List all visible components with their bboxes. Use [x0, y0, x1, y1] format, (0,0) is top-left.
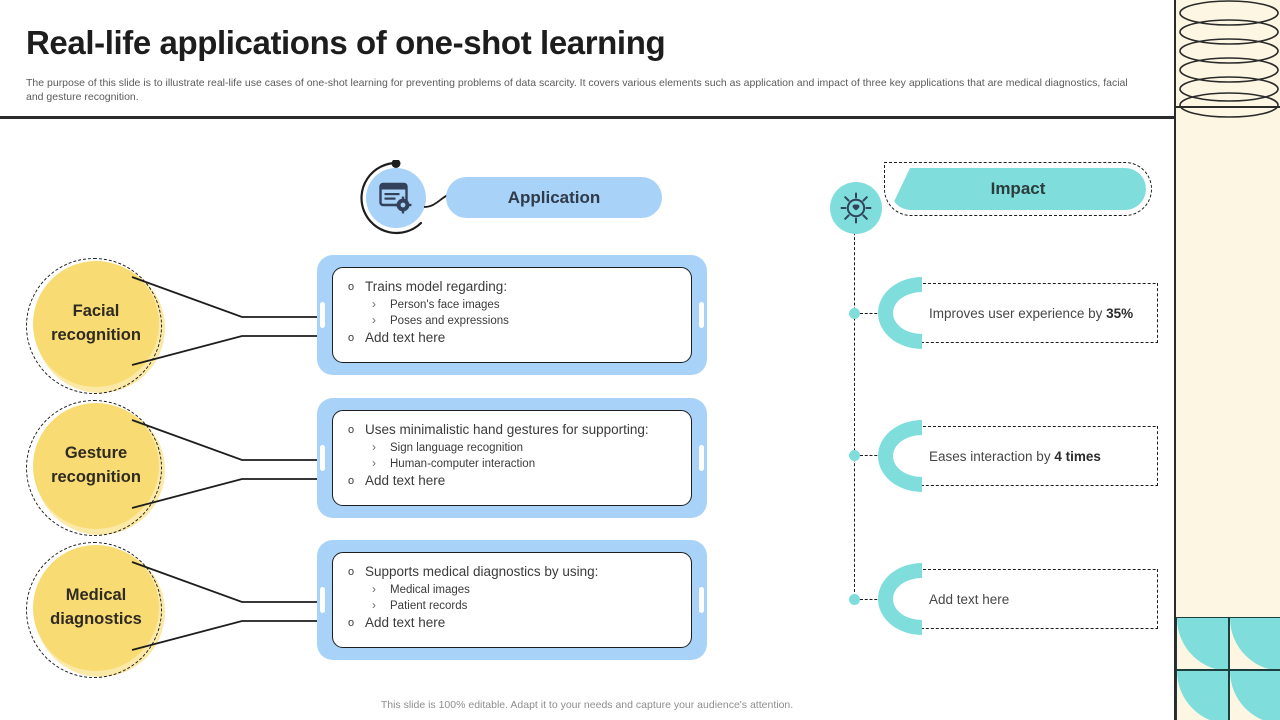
- impact-arc-1: [878, 277, 922, 349]
- impact-item-2-text: Eases interaction by 4 times: [929, 447, 1101, 466]
- application-card-1-content: Trains model regarding: Person's face im…: [332, 267, 692, 363]
- impact-node-dot-1: [849, 308, 860, 319]
- impact-header-dashed-outline: [884, 162, 1152, 216]
- category-label-line1: Gesture: [64, 444, 128, 463]
- card-notch-left: [320, 445, 325, 471]
- impact-node-connector-3: [860, 599, 882, 600]
- card-heading: Supports medical diagnostics by using:: [345, 563, 691, 581]
- impact-target-icon: [830, 182, 882, 234]
- page-title: Real-life applications of one-shot learn…: [26, 24, 666, 61]
- impact-text-bold: 4 times: [1054, 448, 1101, 464]
- coil-ellipses-decoration: [1179, 0, 1279, 118]
- application-card-2[interactable]: Uses minimalistic hand gestures for supp…: [317, 398, 707, 518]
- circle-dashed-outline: [26, 542, 162, 678]
- category-circle-gesture-recognition[interactable]: Gesture recognition: [26, 400, 165, 536]
- application-card-3[interactable]: Supports medical diagnostics by using: M…: [317, 540, 707, 660]
- category-circle-facial-recognition[interactable]: Facial recognition: [26, 258, 165, 394]
- card-notch-right: [699, 587, 704, 613]
- quad-br: [1229, 670, 1280, 720]
- card-placeholder[interactable]: Add text here: [345, 329, 691, 347]
- application-header-pill[interactable]: Application: [446, 177, 662, 218]
- card-notch-left: [320, 302, 325, 328]
- impact-node-connector-2: [860, 455, 882, 456]
- circle-fill: Medical diagnostics: [33, 545, 159, 671]
- impact-header-label: Impact: [990, 179, 1046, 198]
- card-sub-item: Human-computer interaction: [345, 455, 691, 472]
- quad-tr: [1229, 617, 1280, 670]
- connector-wedge-2: [131, 419, 325, 509]
- impact-text-plain: Add text here: [929, 591, 1010, 607]
- category-label-line1: Facial: [72, 302, 120, 321]
- card-notch-right: [699, 445, 704, 471]
- circle-fill: Gesture recognition: [33, 403, 159, 529]
- card-sub-item: Person's face images: [345, 296, 691, 313]
- impact-node-connector-1: [860, 313, 882, 314]
- application-icon-badge: [358, 159, 434, 236]
- decorative-right-panel: [1174, 0, 1280, 720]
- impact-text-plain: Improves user experience by: [929, 305, 1107, 321]
- circle-fill: Facial recognition: [33, 261, 159, 387]
- impact-item-3[interactable]: Add text here: [858, 563, 1158, 635]
- impact-arc-2: [878, 420, 922, 492]
- slide-footer-note: This slide is 100% editable. Adapt it to…: [380, 699, 794, 711]
- impact-item-1[interactable]: Improves user experience by 35%: [858, 277, 1158, 349]
- category-label-line2: recognition: [51, 468, 141, 486]
- card-placeholder[interactable]: Add text here: [345, 614, 691, 632]
- card-heading: Uses minimalistic hand gestures for supp…: [345, 421, 691, 439]
- application-card-2-content: Uses minimalistic hand gestures for supp…: [332, 410, 692, 506]
- impact-item-3-box: Add text here: [888, 569, 1158, 629]
- slide-subtitle: The purpose of this slide is to illustra…: [26, 77, 1128, 103]
- impact-item-1-box: Improves user experience by 35%: [888, 283, 1158, 343]
- impact-item-3-text: Add text here: [929, 590, 1009, 609]
- card-placeholder[interactable]: Add text here: [345, 472, 691, 490]
- category-label-line1: Medical: [65, 586, 127, 605]
- connector-wedge-1: [131, 276, 325, 366]
- connector-wedge-3: [131, 561, 325, 651]
- impact-item-1-text: Improves user experience by 35%: [929, 304, 1133, 323]
- impact-node-dot-3: [849, 594, 860, 605]
- circle-dashed-outline: [26, 400, 162, 536]
- impact-item-2-box: Eases interaction by 4 times: [888, 426, 1158, 486]
- category-circle-medical-diagnostics[interactable]: Medical diagnostics: [26, 542, 165, 678]
- impact-text-plain: Eases interaction by: [929, 448, 1055, 464]
- impact-timeline-spine: [854, 212, 855, 602]
- circle-dashed-outline: [26, 258, 162, 394]
- impact-arc-3: [878, 563, 922, 635]
- card-sub-item: Poses and expressions: [345, 312, 691, 329]
- quarter-circle-decoration: [1176, 617, 1280, 720]
- impact-node-dot-2: [849, 450, 860, 461]
- application-card-1[interactable]: Trains model regarding: Person's face im…: [317, 255, 707, 375]
- card-sub-item: Sign language recognition: [345, 439, 691, 456]
- slide-header: Real-life applications of one-shot learn…: [0, 0, 1174, 119]
- category-label-line2: diagnostics: [50, 610, 142, 628]
- card-sub-item: Patient records: [345, 597, 691, 614]
- impact-header-pill[interactable]: Impact: [890, 168, 1146, 210]
- impact-item-2[interactable]: Eases interaction by 4 times: [858, 420, 1158, 492]
- impact-text-bold: 35%: [1106, 305, 1134, 321]
- card-heading: Trains model regarding:: [345, 278, 691, 296]
- application-header-label: Application: [507, 187, 601, 207]
- category-label-line2: recognition: [51, 326, 141, 344]
- card-notch-right: [699, 302, 704, 328]
- application-icon-orbit-ring: [360, 159, 423, 235]
- impact-header-fill: [890, 168, 1146, 210]
- application-card-3-content: Supports medical diagnostics by using: M…: [332, 552, 692, 648]
- quad-bl: [1176, 670, 1229, 720]
- card-notch-left: [320, 587, 325, 613]
- quad-tl: [1176, 617, 1229, 670]
- card-sub-item: Medical images: [345, 581, 691, 598]
- panel-divider-line: [1176, 106, 1280, 108]
- browser-gear-icon: [366, 168, 426, 228]
